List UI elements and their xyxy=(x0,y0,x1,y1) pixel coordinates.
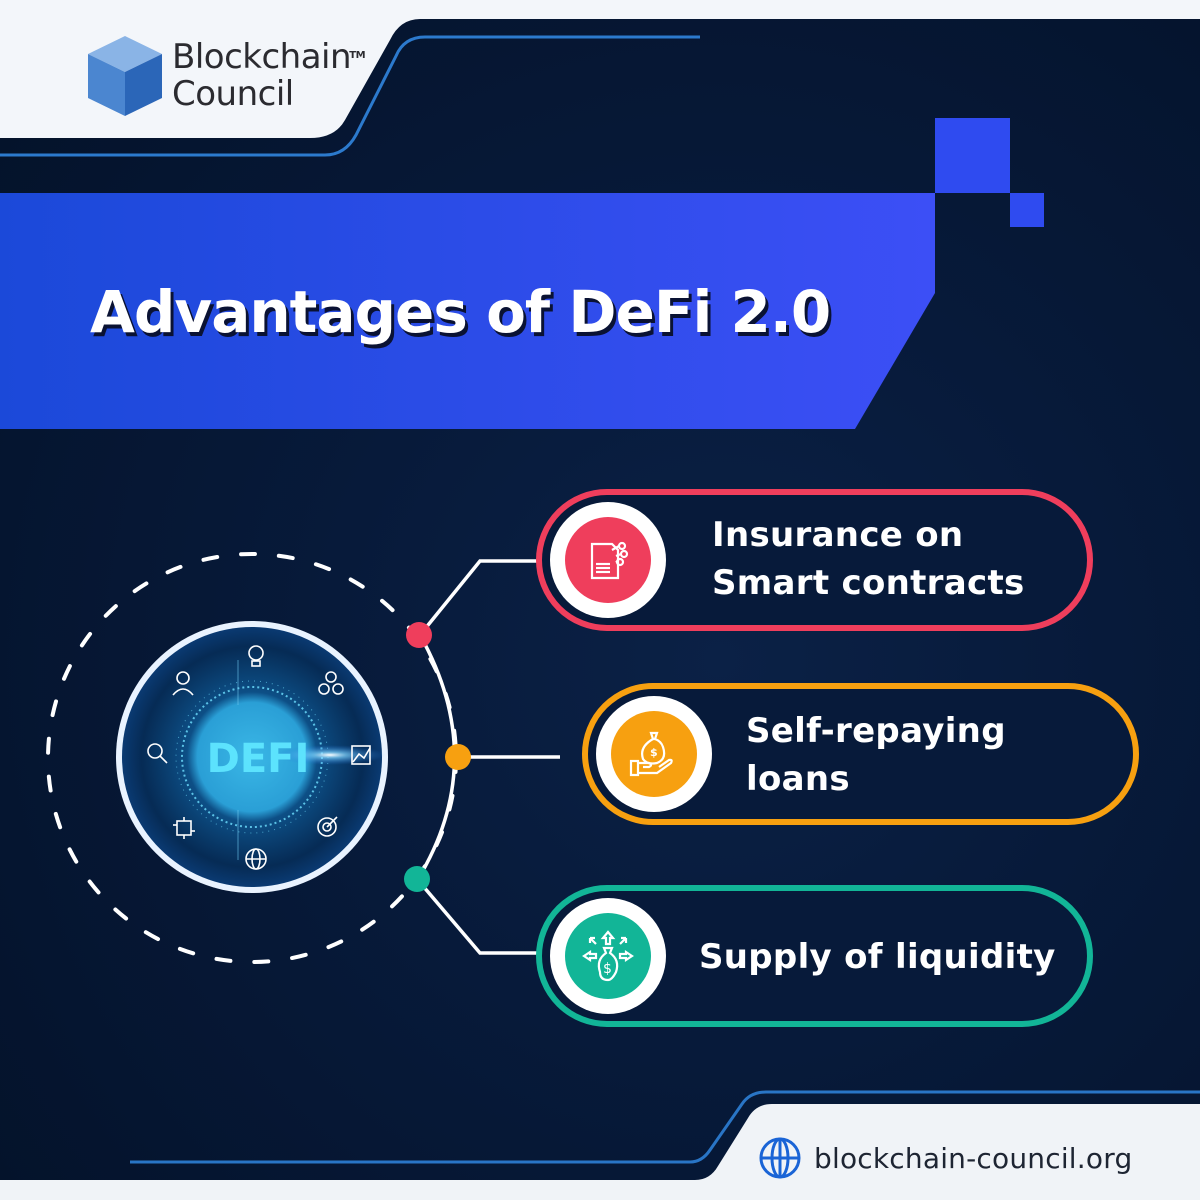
brand-name-line2: Council xyxy=(172,74,294,114)
brand-logo: Blockchain Council TM xyxy=(86,34,366,118)
brand-name: Blockchain Council TM xyxy=(172,37,366,114)
decor-square-small xyxy=(1010,193,1044,227)
advantage-line1: Supply of liquidity xyxy=(699,937,1056,977)
target-icon xyxy=(317,816,338,837)
advantage-label-insurance: Insurance on Smart contracts xyxy=(712,511,1025,607)
footer-background xyxy=(0,1090,1200,1200)
community-icon xyxy=(318,671,344,695)
svg-text:$: $ xyxy=(603,961,612,977)
brand-name-line1: Blockchain xyxy=(172,37,352,77)
chip-icon xyxy=(173,817,195,839)
defi-hub-diagram: DEFI xyxy=(46,552,560,964)
svg-text:$: $ xyxy=(650,746,658,759)
user-icon xyxy=(172,671,194,696)
website-link[interactable]: blockchain-council.org xyxy=(758,1136,1132,1180)
advantage-line2: Smart contracts xyxy=(712,563,1025,603)
advantage-line1: Insurance on xyxy=(712,515,964,555)
advantage-icon-badge: $ xyxy=(550,898,666,1014)
search-icon xyxy=(147,743,168,764)
advantage-icon-badge: $ xyxy=(596,696,712,812)
cube-logo-icon xyxy=(88,36,162,116)
chart-icon xyxy=(351,745,371,765)
header-background xyxy=(0,0,1200,157)
smart-contract-document-icon xyxy=(590,541,629,580)
advantage-line2: loans xyxy=(746,759,850,799)
trademark-mark: TM xyxy=(349,50,366,61)
svg-text:DEFI: DEFI xyxy=(207,736,310,782)
global-user-icon xyxy=(245,848,267,870)
decor-square-large xyxy=(935,118,1010,193)
node-dot-teal xyxy=(404,866,430,892)
website-url[interactable]: blockchain-council.org xyxy=(814,1141,1133,1175)
node-dot-red xyxy=(406,622,432,648)
node-dot-orange xyxy=(445,744,471,770)
advantage-icon-badge xyxy=(550,502,666,618)
advantage-label-liquidity: Supply of liquidity xyxy=(699,933,1056,981)
page-title: Advantages of DeFi 2.0 xyxy=(90,278,831,346)
title-banner xyxy=(0,193,935,429)
globe-icon xyxy=(759,1137,801,1179)
money-bag-arrows-icon: $ xyxy=(582,930,634,982)
advantage-label-self-repaying-loans: Self-repaying loans xyxy=(746,707,1006,803)
money-bag-hand-icon: $ xyxy=(629,731,673,777)
advantage-line1: Self-repaying xyxy=(746,711,1006,751)
lightbulb-icon xyxy=(248,645,264,667)
